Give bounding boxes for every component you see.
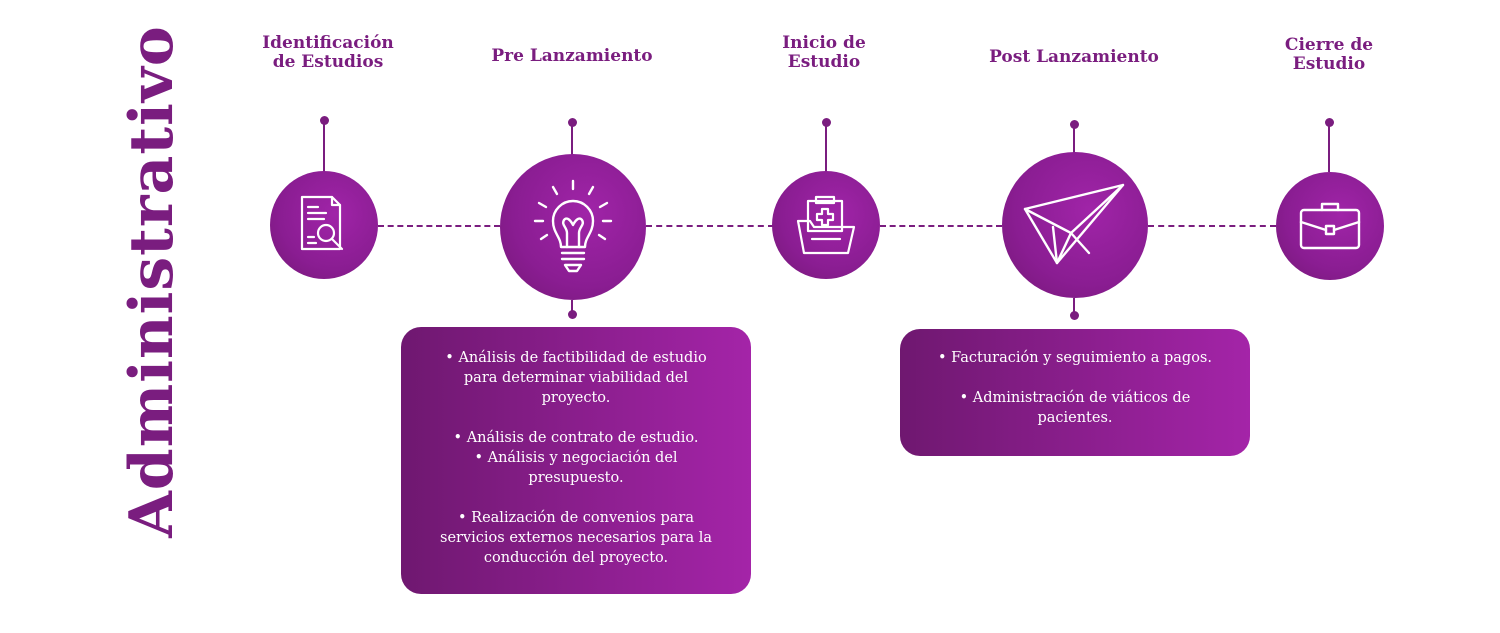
connector-4-5 [1148, 225, 1276, 227]
card-text: • Realización de convenios para [458, 510, 694, 526]
section-title: Administrativo [117, 25, 187, 538]
stage-title-line: de Estudios [272, 52, 384, 72]
timeline-line [1328, 122, 1330, 172]
card-text: • Análisis de factibilidad de estudio [445, 350, 707, 366]
stage-title-line: Post Lanzamiento [989, 47, 1159, 67]
stage-title-pre-lanzamiento: Pre Lanzamiento [482, 47, 662, 66]
stage-circle-inicio-estudio [772, 171, 880, 279]
stage-circle-pre-lanzamiento [500, 154, 646, 300]
card-bullet: • Realización de convenios para servicio… [401, 508, 751, 568]
card-text: • Administración de viáticos de [959, 390, 1191, 406]
connector-3-4 [880, 225, 1002, 227]
lightbulb-icon [533, 179, 613, 273]
timeline-line [825, 122, 827, 172]
card-text: presupuesto. [528, 470, 624, 486]
stage-title-line: Inicio de [782, 33, 866, 53]
medical-folder-icon [796, 195, 856, 255]
stage-title-post-lanzamiento: Post Lanzamiento [984, 48, 1164, 67]
stage-title-line: Estudio [787, 52, 861, 72]
connector-2-3 [646, 225, 774, 227]
timeline-line [1073, 124, 1075, 156]
timeline-dot [568, 310, 577, 319]
card-bullet: • Análisis de factibilidad de estudio pa… [401, 348, 751, 408]
timeline-line [571, 300, 573, 314]
stage-circle-cierre-estudio [1276, 172, 1384, 280]
card-text: pacientes. [1037, 410, 1113, 426]
card-text: conducción del proyecto. [483, 550, 669, 566]
card-text: servicios externos necesarios para la [440, 530, 712, 546]
timeline-line [1073, 298, 1075, 314]
card-text: proyecto. [541, 390, 611, 406]
timeline-line [571, 122, 573, 156]
briefcase-icon [1299, 202, 1361, 250]
stage-title-inicio-estudio: Inicio de Estudio [734, 34, 914, 72]
post-lanzamiento-card: • Facturación y seguimiento a pagos. • A… [900, 329, 1250, 456]
document-search-icon [300, 195, 344, 251]
paper-plane-icon [1023, 183, 1125, 265]
card-text: • Facturación y seguimiento a pagos. [938, 350, 1212, 366]
card-bullet: • Administración de viáticos de paciente… [900, 388, 1250, 428]
card-bullet: • Análisis y negociación del presupuesto… [401, 448, 751, 488]
stage-title-line: Cierre de [1284, 35, 1374, 55]
connector-1-2 [378, 225, 500, 227]
timeline-line [323, 120, 325, 172]
stage-title-cierre-estudio: Cierre de Estudio [1239, 36, 1419, 74]
stage-title-line: Identificación [262, 33, 394, 53]
timeline-dot [1070, 311, 1079, 320]
card-text: para determinar viabilidad del [463, 370, 689, 386]
stage-circle-post-lanzamiento [1002, 152, 1148, 298]
stage-title-identificacion: Identificación de Estudios [238, 34, 418, 72]
stage-title-line: Pre Lanzamiento [491, 46, 653, 66]
card-bullet: • Análisis de contrato de estudio. [401, 428, 751, 448]
pre-lanzamiento-card: • Análisis de factibilidad de estudio pa… [401, 327, 751, 594]
stage-title-line: Estudio [1292, 54, 1366, 74]
card-bullet: • Facturación y seguimiento a pagos. [900, 348, 1250, 368]
card-text: • Análisis y negociación del [474, 450, 678, 466]
card-text: • Análisis de contrato de estudio. [453, 430, 699, 446]
stage-circle-identificacion [270, 171, 378, 279]
